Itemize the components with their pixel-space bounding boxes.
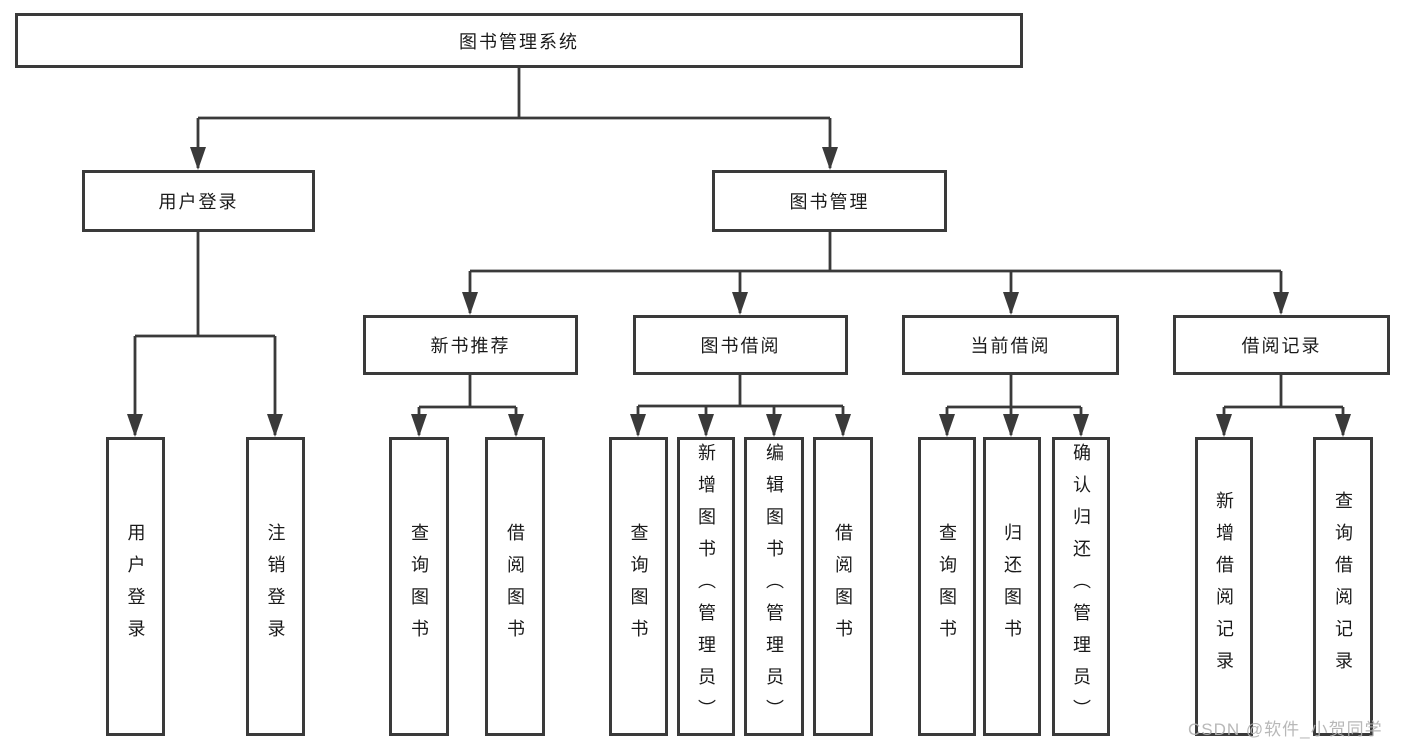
leaf-label: 查询图书	[409, 522, 429, 651]
leaf-label: 归还图书	[1002, 522, 1022, 651]
node-book-management: 图书管理	[712, 170, 947, 232]
node-user-login: 用户登录	[82, 170, 315, 232]
arrow-down-icon	[630, 414, 646, 437]
node-current-borrowing: 当前借阅	[902, 315, 1119, 375]
arrow-down-icon	[508, 414, 524, 437]
node-label: 新书推荐	[430, 336, 511, 356]
node-label: 借阅记录	[1241, 336, 1322, 356]
leaf-label: 注销登录	[265, 522, 286, 651]
node-label: 图书借阅	[700, 336, 781, 356]
node-new-book-recommend: 新书推荐	[363, 315, 578, 375]
node-borrowing-records: 借阅记录	[1173, 315, 1390, 375]
arrow-down-icon	[190, 147, 206, 170]
node-root-library-system: 图书管理系统	[15, 13, 1023, 68]
leaf-label: 编辑图书（管理员）	[764, 442, 784, 731]
arrow-down-icon	[1273, 292, 1289, 315]
leaf-borrow-books-recommend: 借阅图书	[485, 437, 545, 736]
node-label: 图书管理	[789, 192, 870, 212]
leaf-label: 查询借阅记录	[1333, 490, 1353, 683]
leaf-label: 查询图书	[937, 522, 957, 651]
arrow-down-icon	[267, 414, 283, 437]
leaf-label: 用户登录	[125, 522, 146, 651]
leaf-label: 确认归还（管理员）	[1071, 442, 1091, 731]
leaf-query-books-recommend: 查询图书	[389, 437, 449, 736]
leaf-label: 借阅图书	[505, 522, 525, 651]
csdn-watermark: CSDN @软件_小贺同学	[1188, 720, 1383, 739]
leaf-return-books: 归还图书	[983, 437, 1041, 736]
leaf-label: 新增借阅记录	[1214, 490, 1234, 683]
leaf-label: 借阅图书	[833, 522, 853, 651]
arrow-down-icon	[835, 414, 851, 437]
arrow-down-icon	[1335, 414, 1351, 437]
leaf-borrow-books: 借阅图书	[813, 437, 873, 736]
leaf-label: 查询图书	[628, 522, 649, 651]
arrow-down-icon	[766, 414, 782, 437]
leaf-label: 新增图书（管理员）	[696, 442, 716, 731]
arrow-down-icon	[411, 414, 427, 437]
leaf-query-books-borrowing: 查询图书	[609, 437, 668, 736]
leaf-query-borrow-record: 查询借阅记录	[1313, 437, 1373, 736]
node-book-borrowing: 图书借阅	[633, 315, 848, 375]
leaf-user-login: 用户登录	[106, 437, 165, 736]
arrow-down-icon	[939, 414, 955, 437]
arrow-down-icon	[1003, 414, 1019, 437]
arrow-down-icon	[1073, 414, 1089, 437]
node-label: 图书管理系统	[459, 31, 579, 52]
arrow-down-icon	[822, 147, 838, 170]
arrow-down-icon	[462, 292, 478, 315]
leaf-edit-books-admin: 编辑图书（管理员）	[744, 437, 804, 736]
node-label: 当前借阅	[970, 336, 1051, 356]
arrow-down-icon	[127, 414, 143, 437]
leaf-add-books-admin: 新增图书（管理员）	[677, 437, 735, 736]
arrow-down-icon	[698, 414, 714, 437]
arrow-down-icon	[1003, 292, 1019, 315]
leaf-add-borrow-record: 新增借阅记录	[1195, 437, 1253, 736]
leaf-confirm-return-admin: 确认归还（管理员）	[1052, 437, 1110, 736]
arrow-down-icon	[732, 292, 748, 315]
leaf-logout: 注销登录	[246, 437, 305, 736]
leaf-query-books-current: 查询图书	[918, 437, 976, 736]
arrow-down-icon	[1216, 414, 1232, 437]
node-label: 用户登录	[158, 192, 239, 212]
